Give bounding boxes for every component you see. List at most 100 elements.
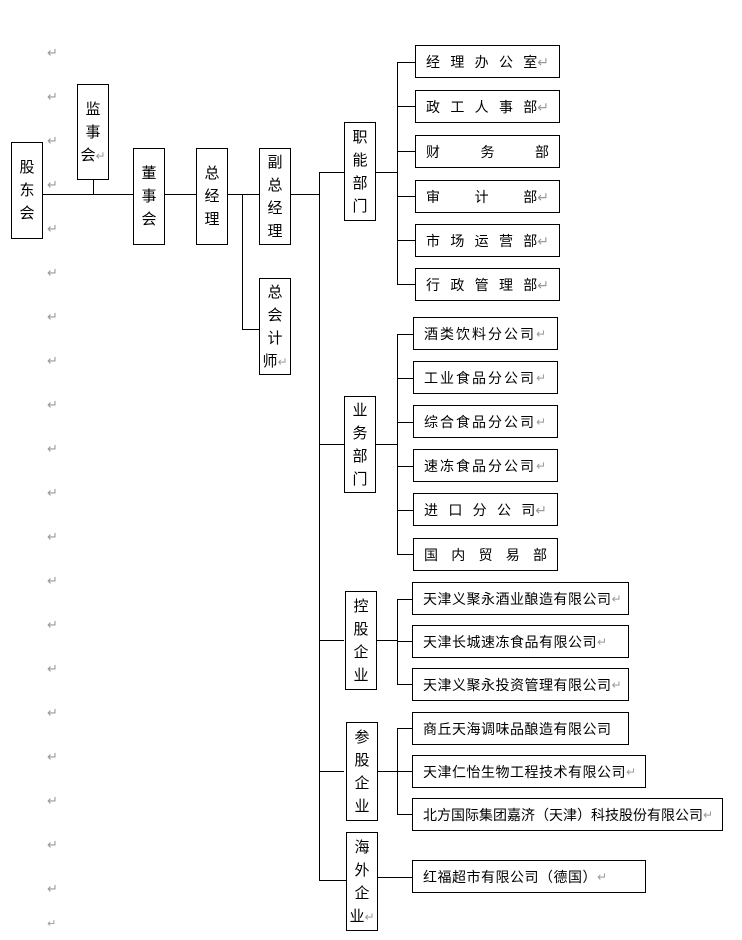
label-char: 会 [267, 305, 283, 324]
item-char: 审 [426, 189, 440, 206]
item-char: 分 [472, 502, 487, 519]
label-char: 业↵ [349, 906, 375, 925]
item-char: 贸 [478, 547, 493, 564]
functional-dept-box: 职能部门 [344, 122, 376, 221]
item-label: 红福超市有限公司（德国） [423, 869, 597, 886]
paragraph-mark: ↵ [536, 326, 549, 341]
paragraph-mark: ↵ [47, 750, 58, 765]
supervisors-label: 监事会↵ [80, 98, 105, 167]
item-char: 营 [498, 233, 513, 250]
label-char: 总 [267, 175, 283, 194]
paragraph-mark: ↵ [47, 882, 58, 897]
paragraph-mark: ↵ [47, 706, 58, 721]
paragraph-mark: ↵ [47, 178, 58, 193]
paragraph-mark: ↵ [47, 310, 58, 325]
label-char: 经 [267, 198, 283, 217]
paragraph-mark: ↵ [47, 442, 58, 457]
label-char: 副 [267, 152, 283, 171]
paragraph-mark: ↵ [47, 398, 58, 413]
paragraph-mark: ↵ [597, 634, 610, 649]
item-char: 管 [474, 277, 489, 294]
item-char: 市 [426, 233, 440, 250]
item-char: 经 [426, 54, 440, 71]
label-char: 门 [352, 469, 368, 488]
paragraph-mark: ↵ [47, 354, 58, 369]
label-char: 部 [352, 173, 368, 192]
participating-companies-box: 参股企业 [346, 722, 378, 821]
item-char: 理 [498, 277, 513, 294]
item-label: 天津仁怡生物工程技术有限公司 [423, 764, 626, 781]
item-label: 酒类饮料分公司 [424, 326, 536, 343]
label-char: 经 [204, 187, 220, 205]
paragraph-mark: ↵ [703, 807, 716, 822]
label-char: 门 [352, 196, 368, 215]
board-box: 董事会 [133, 148, 165, 245]
paragraph-mark: ↵ [537, 54, 549, 71]
item-char: 行 [426, 277, 440, 294]
item-label: 速冻食品分公司 [424, 458, 536, 475]
label-char: 事 [141, 187, 157, 205]
item-char: 工 [450, 99, 465, 116]
label-char: 会 [19, 204, 35, 222]
item-char: 理 [450, 54, 465, 71]
deputy-gm-label: 副总经理 [267, 151, 282, 243]
functional-item: 经理办公室↵ [415, 45, 560, 78]
paragraph-mark: ↵ [47, 838, 58, 853]
label-char: 外 [354, 860, 370, 879]
label-char: 股 [19, 158, 35, 176]
item-char: 财 [426, 144, 440, 161]
paragraph-mark: ↵ [537, 189, 549, 206]
paragraph-mark: ↵ [47, 618, 58, 633]
gm-label: 总经理 [204, 162, 219, 231]
paragraph-mark: ↵ [47, 794, 58, 809]
item-label: 天津长城速冻食品有限公司 [423, 634, 597, 651]
label-char: 会↵ [80, 145, 106, 164]
item-label: 天津义聚永酒业酿造有限公司 [423, 591, 612, 608]
paragraph-mark: ↵ [47, 46, 58, 61]
paragraph-mark: ↵ [47, 530, 58, 545]
business-item: 工业食品分公司↵ [413, 361, 558, 394]
paragraph-mark: ↵ [47, 266, 58, 281]
business-item: 速冻食品分公司↵ [413, 449, 558, 482]
board-label: 董事会 [141, 162, 156, 231]
business-dept-box: 业务部门 [344, 396, 376, 493]
paragraph-mark: ↵ [47, 90, 58, 105]
item-char: 计 [474, 189, 489, 206]
paragraph-mark: ↵ [47, 486, 58, 501]
overseas-item: 红福超市有限公司（德国）↵ [412, 860, 646, 893]
item-char: 部 [533, 547, 547, 564]
label-char: 股 [353, 619, 369, 638]
paragraph-mark: ↵ [47, 222, 58, 237]
item-char: 部↵ [523, 277, 549, 294]
item-char: 口 [448, 502, 463, 519]
paragraph-mark: ↵ [536, 458, 549, 473]
business-item: 进口分公司↵ [413, 493, 558, 526]
shareholders-label: 股东会 [19, 156, 34, 225]
paragraph-mark: ↵ [536, 414, 549, 429]
paragraph-mark: ↵ [47, 134, 58, 149]
paragraph-mark: ↵ [364, 909, 375, 924]
paragraph-mark: ↵ [597, 869, 610, 884]
paragraph-mark: ↵ [47, 662, 58, 677]
functional-item: 政工人事部↵ [415, 90, 560, 123]
label-char: 能 [352, 150, 368, 169]
item-char: 室↵ [523, 54, 549, 71]
label-char: 企 [354, 883, 370, 902]
participating-item: 商丘天海调味品酿造有限公司 [412, 712, 629, 745]
gm-box: 总经理 [196, 148, 228, 245]
chief-accountant-box: 总会计师↵ [259, 278, 291, 375]
label-char: 董 [141, 164, 157, 182]
holding-companies-label: 控股企业 [353, 595, 368, 687]
paragraph-mark: ↵ [47, 917, 57, 930]
label-char: 理 [267, 221, 283, 240]
deputy-gm-box: 副总经理 [259, 148, 291, 245]
item-char: 国 [424, 547, 438, 564]
label-char: 总 [204, 164, 220, 182]
paragraph-mark: ↵ [277, 354, 288, 369]
business-dept-label: 业务部门 [352, 399, 367, 491]
holding-item: 天津长城速冻食品有限公司↵ [412, 625, 629, 658]
item-char: 内 [451, 547, 466, 564]
label-char: 东 [19, 181, 35, 199]
paragraph-mark: ↵ [537, 277, 549, 294]
